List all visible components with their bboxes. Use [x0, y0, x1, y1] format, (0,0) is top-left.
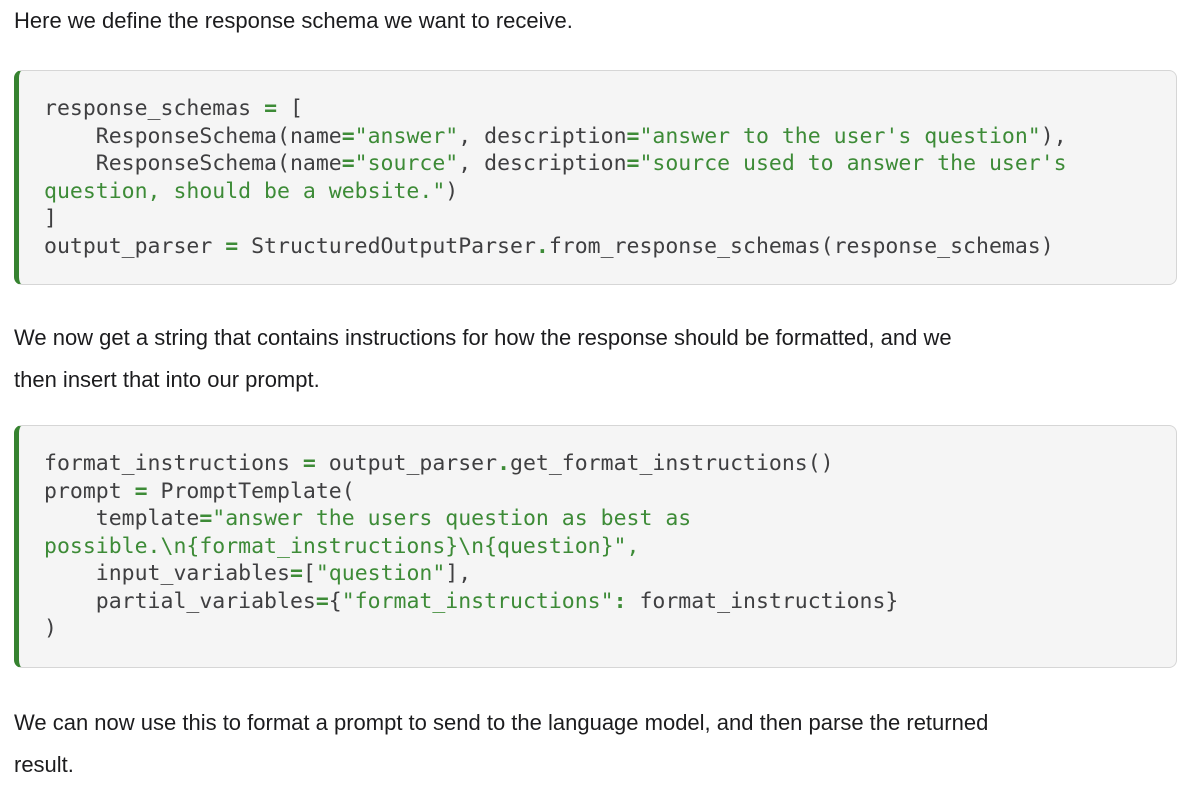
code-token-string: "answer to the user's question" [639, 123, 1041, 149]
paragraph-line: then insert that into our prompt. [14, 367, 320, 392]
code-token-operator: = [341, 123, 355, 149]
code-token-plain: output_parser [44, 233, 226, 259]
paragraph-line: result. [14, 751, 74, 777]
code-line: question, should be a website.") [44, 178, 1151, 206]
code-token-plain: PromptTemplate( [147, 478, 355, 504]
code-token-plain: , description [458, 123, 627, 149]
code-token-plain: ResponseSchema(name [44, 123, 342, 149]
code-line: output_parser = StructuredOutputParser.f… [44, 233, 1151, 261]
code-token-plain: partial_variables [44, 588, 316, 614]
code-line: ] [44, 205, 1151, 233]
paragraph-line: We can now use this to format a prompt t… [14, 709, 989, 735]
code-line: possible.\n{format_instructions}\n{quest… [44, 533, 1151, 561]
code-token-string: "source" [354, 151, 459, 176]
code-line: input_variables=["question"], [44, 560, 1151, 588]
paragraph-format-instructions: We now get a string that contains instru… [14, 317, 1177, 401]
code-token-operator: = [626, 123, 640, 149]
code-token-plain: ), [1040, 123, 1067, 149]
code-token-plain: StructuredOutputParser [238, 233, 536, 259]
code-token-operator: = [626, 151, 640, 176]
code-token-string: "answer the users question as best as [212, 506, 692, 531]
code-token-plain: ] [44, 206, 57, 231]
code-token-plain: ) [445, 178, 459, 204]
code-token-plain: response_schemas [44, 96, 265, 121]
code-token-operator: = [302, 451, 316, 476]
code-token-string: "source used to answer the user's [639, 151, 1067, 176]
code-token-string: question, should be a website." [44, 178, 446, 204]
code-block-response-schemas: response_schemas = [ ResponseSchema(name… [14, 70, 1177, 285]
code-token-operator: = [289, 561, 303, 586]
code-token-plain: output_parser [315, 451, 498, 476]
code-token-string: "question" [315, 561, 446, 586]
code-token-plain: ) [44, 616, 57, 641]
code-token-operator: . [497, 451, 511, 476]
code-line: response_schemas = [ [44, 95, 1151, 123]
code-token-operator: . [535, 233, 549, 259]
code-token-plain: format_instructions [44, 451, 303, 476]
code-block-prompt-template: format_instructions = output_parser.get_… [14, 425, 1177, 668]
code-line: ) [44, 615, 1151, 643]
code-token-operator: = [134, 478, 148, 504]
code-line: template="answer the users question as b… [44, 505, 1151, 533]
paragraph-line: Here we define the response schema we wa… [14, 8, 573, 33]
code-line: ResponseSchema(name="source", descriptio… [44, 150, 1151, 178]
code-token-string: "format_instructions" [341, 588, 614, 614]
code-token-string: "answer" [354, 123, 459, 149]
code-line: ResponseSchema(name="answer", descriptio… [44, 123, 1151, 151]
code-token-plain: , description [458, 151, 627, 176]
code-token-plain: input_variables [44, 561, 290, 586]
code-token-plain: template [44, 506, 200, 531]
code-line: format_instructions = output_parser.get_… [44, 450, 1151, 478]
code-token-operator: = [199, 506, 213, 531]
paragraph-format-prompt: We can now use this to format a prompt t… [14, 702, 1177, 786]
paragraph-response-schema-intro: Here we define the response schema we wa… [14, 0, 1177, 42]
code-token-operator: = [315, 588, 329, 614]
code-line: prompt = PromptTemplate( [44, 478, 1151, 506]
code-token-plain: get_format_instructions() [510, 451, 834, 476]
code-line: partial_variables={"format_instructions"… [44, 588, 1151, 616]
code-token-operator: = [225, 233, 239, 259]
code-token-plain: from_response_schemas(response_schemas) [548, 233, 1054, 259]
code-token-plain: format_instructions} [626, 588, 899, 614]
code-token-plain: prompt [44, 478, 135, 504]
code-token-plain: ResponseSchema(name [44, 151, 342, 176]
code-token-plain: { [328, 588, 342, 614]
paragraph-line: We now get a string that contains instru… [14, 325, 952, 350]
code-token-string: possible.\n{format_instructions}\n{quest… [44, 533, 640, 559]
code-token-plain: ], [445, 561, 472, 586]
code-token-operator: : [613, 588, 627, 614]
code-token-operator: = [341, 151, 355, 176]
code-token-plain: [ [277, 96, 303, 121]
code-token-plain: [ [302, 561, 316, 586]
code-token-operator: = [264, 96, 278, 121]
